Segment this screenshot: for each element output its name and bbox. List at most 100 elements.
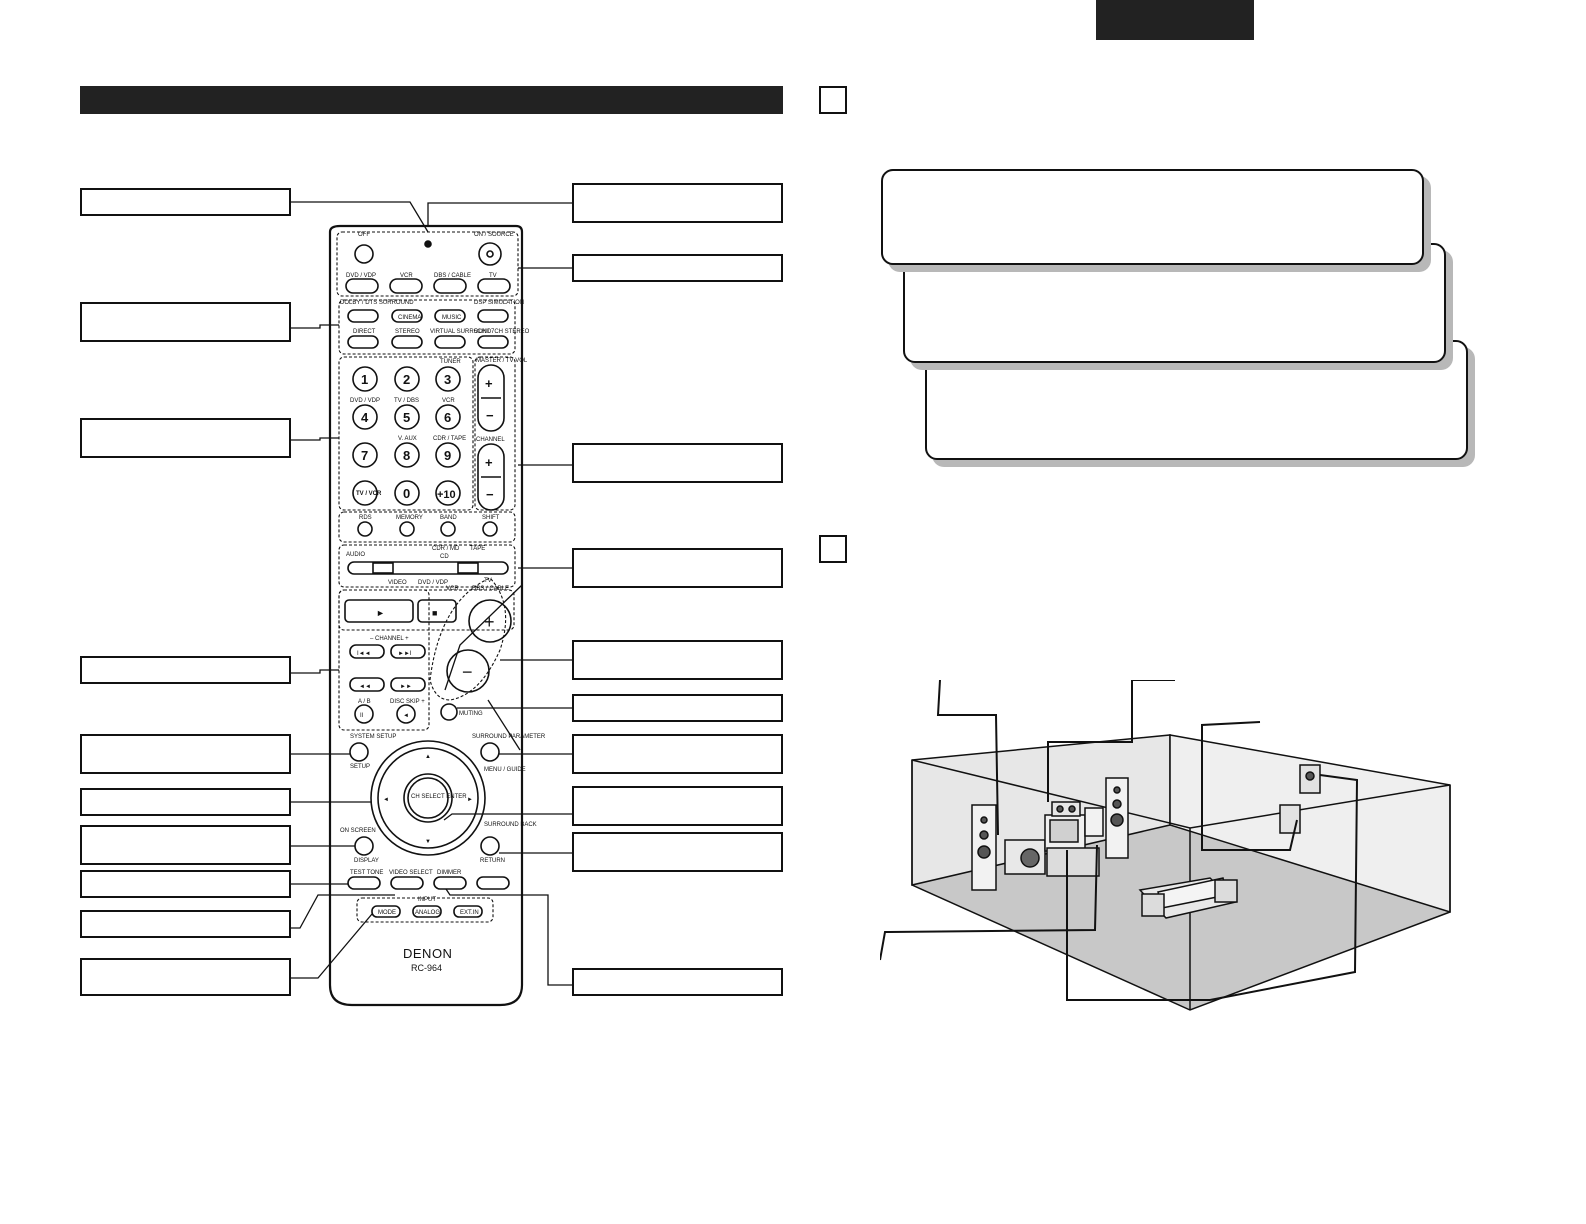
- digit-9: 9: [444, 448, 451, 463]
- 5ch-7ch-stereo-label: 5CH / 7CH STEREO: [474, 329, 530, 335]
- ch-select-enter-label: CH SELECT ENTER: [411, 794, 467, 800]
- cdr-tape-label: CDR / TAPE: [433, 436, 466, 442]
- callout-remote-sensor: [80, 188, 291, 216]
- fast-forward-icon: ►►: [400, 684, 412, 690]
- display-label: DISPLAY: [354, 858, 379, 864]
- callout-video-select: [80, 910, 291, 938]
- cursor-left-icon: ◄: [383, 797, 389, 803]
- master-vol-plus-glyph: +: [484, 612, 495, 632]
- analog-label: ANALOG: [415, 910, 440, 916]
- memory-label: MEMORY: [396, 515, 423, 521]
- vol-plus-glyph: +: [485, 376, 493, 391]
- setup-label: SETUP: [350, 764, 370, 770]
- digit-2: 2: [403, 372, 410, 387]
- callout-system-setup: [80, 734, 291, 774]
- video-label: VIDEO: [388, 580, 407, 586]
- stop-icon: ■: [432, 608, 437, 618]
- plus10-key: +10: [437, 489, 456, 501]
- digit-4: 4: [361, 410, 369, 425]
- digit-3: 3: [444, 372, 451, 387]
- surround-label: DOLBY / DTS SURROUND: [340, 300, 414, 306]
- system-setup-label: SYSTEM SETUP: [350, 734, 396, 740]
- skip-forward-icon: ►►I: [398, 651, 412, 657]
- ch-plus-glyph: +: [485, 455, 493, 470]
- music-label: MUSIC: [442, 315, 462, 321]
- cursor-up-icon: ▲: [425, 754, 431, 760]
- dbs-cable-switch-label: DBS / CABLE: [472, 586, 509, 592]
- callout-mode-selector: [572, 548, 783, 588]
- cdr-md-label: CDR / MD: [432, 546, 460, 552]
- ext-in-label: EXT.IN: [460, 910, 479, 916]
- audio-label: AUDIO: [346, 552, 365, 558]
- rds-label: RDS: [359, 515, 372, 521]
- callout-on-screen: [80, 825, 291, 865]
- brand-logo: DENON: [403, 946, 452, 961]
- dvd-vdp-switch-label: DVD / VDP: [418, 580, 448, 586]
- remote-control-diagram: OFF ON / SOURCE DVD / VDP VCR DBS / CABL…: [291, 201, 572, 1007]
- channel-pm-label: – CHANNEL +: [370, 636, 409, 642]
- surround-back-label: SURROUND BACK: [484, 822, 537, 828]
- callout-surround-mode-buttons: [80, 302, 291, 342]
- master-tv-vol-label: MASTER / TV VOL: [476, 358, 528, 364]
- language-tab: [1096, 0, 1254, 40]
- play-icon: ►: [376, 608, 385, 618]
- pause-icon: II: [360, 713, 364, 719]
- digit-5: 5: [403, 410, 410, 425]
- surround-parameter-label: SURROUND PARAMETER: [472, 734, 546, 740]
- mode-label: MODE: [378, 910, 396, 916]
- vcr-switch-label: VCR: [446, 586, 459, 592]
- section-header-bar: [80, 86, 783, 114]
- tuner-label: TUNER: [440, 359, 461, 365]
- callout-ch-select-enter: [572, 786, 783, 826]
- master-vol-minus-glyph: −: [462, 662, 473, 682]
- on-screen-label: ON SCREEN: [340, 828, 376, 834]
- cursor-down-icon: ▼: [425, 839, 431, 845]
- muting-label: MUTING: [459, 711, 483, 717]
- return-label: RETURN: [480, 858, 505, 864]
- section-marker-2: [819, 535, 847, 563]
- digit-6: 6: [444, 410, 451, 425]
- digit-0: 0: [403, 486, 410, 501]
- cinema-label: CINEMA: [398, 315, 421, 321]
- menu-guide-label: MENU / GUIDE: [484, 767, 526, 773]
- digit-7: 7: [361, 448, 368, 463]
- tv-dbs-label: TV / DBS: [394, 398, 419, 404]
- v-aux-label: V. AUX: [398, 436, 417, 442]
- callout-input-mode: [80, 958, 291, 996]
- model-label: RC-964: [411, 963, 442, 973]
- callout-surround-back: [572, 832, 783, 872]
- cd-label: CD: [440, 554, 449, 560]
- callout-volume-channel: [572, 443, 783, 483]
- test-tone-label: TEST TONE: [350, 870, 383, 876]
- callout-remote-transmitter: [572, 183, 783, 223]
- speaker-layout-diagram: [880, 680, 1451, 1011]
- callout-surround-parameter: [572, 734, 783, 774]
- disc-skip-label: DISC SKIP +: [390, 699, 425, 705]
- disc-skip-icon: ◄: [403, 713, 409, 719]
- vcr-label: VCR: [400, 273, 413, 279]
- callout-muting: [572, 694, 783, 722]
- callout-master-volume: [572, 640, 783, 680]
- video-select-label: VIDEO SELECT: [389, 870, 433, 876]
- callout-test-tone: [80, 870, 291, 898]
- stereo-label: STEREO: [395, 329, 420, 335]
- input-label: INPUT: [418, 897, 436, 903]
- callout-power-buttons: [572, 254, 783, 282]
- a-b-label: A / B: [358, 699, 371, 705]
- tv-label: TV: [489, 273, 497, 279]
- callout-number-buttons: [80, 418, 291, 458]
- section-marker-1: [819, 86, 847, 114]
- band-label: BAND: [440, 515, 457, 521]
- dbs-cable-label: DBS / CABLE: [434, 273, 471, 279]
- direct-label: DIRECT: [353, 329, 376, 335]
- tv-vcr-key: TV / VCR: [356, 491, 382, 497]
- note-panel-1: [881, 169, 1424, 265]
- off-label: OFF: [358, 232, 370, 238]
- callout-cursor-buttons: [80, 788, 291, 816]
- ch-minus-glyph: −: [486, 487, 494, 502]
- rewind-icon: ◄◄: [359, 684, 371, 690]
- digit-1: 1: [361, 372, 368, 387]
- skip-back-icon: I◄◄: [357, 651, 371, 657]
- on-source-label: ON / SOURCE: [474, 232, 514, 238]
- callout-dimmer: [572, 968, 783, 996]
